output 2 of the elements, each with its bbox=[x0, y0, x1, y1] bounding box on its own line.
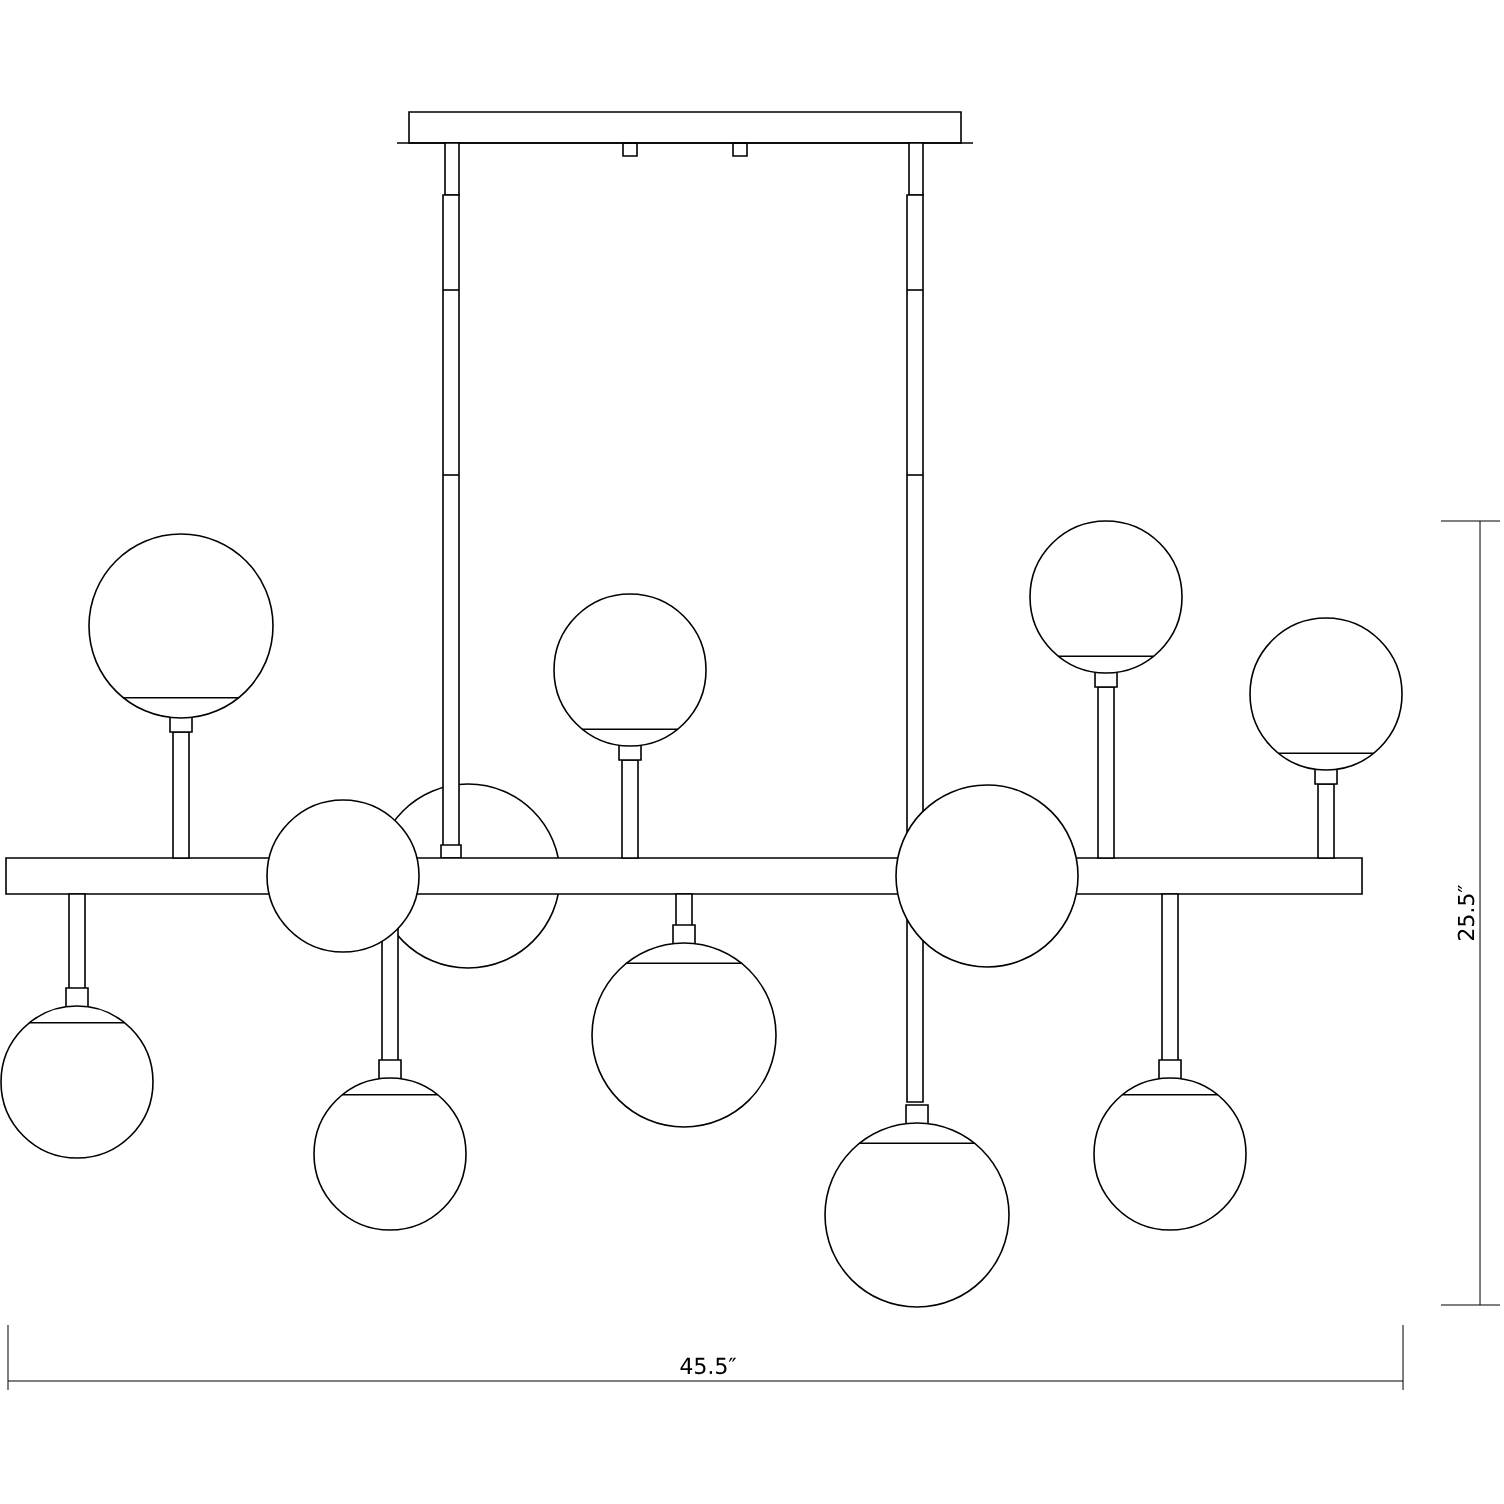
dimension-label: 45.5″ bbox=[680, 1357, 737, 1375]
dimension-label: 25.5″ bbox=[1457, 884, 1475, 940]
